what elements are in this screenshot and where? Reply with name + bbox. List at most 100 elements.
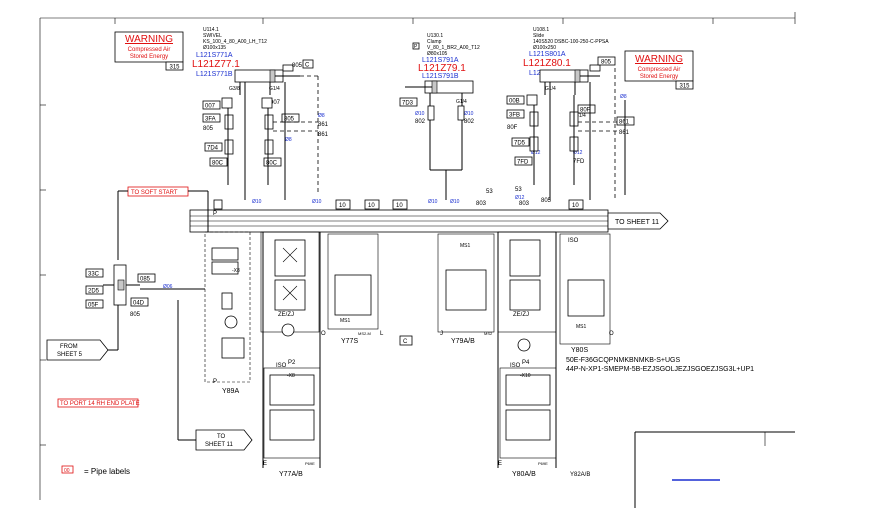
valve-y77s: MS1 Y77S MS2-M O L C	[321, 233, 413, 346]
svg-text:315: 315	[679, 84, 690, 90]
svg-text:80F: 80F	[580, 108, 591, 114]
svg-text:FROM: FROM	[60, 344, 78, 350]
svg-text:L121S801A: L121S801A	[529, 51, 566, 58]
svg-text:Ø06: Ø06	[163, 284, 173, 290]
warning-box-right: WARNING Compressed Air Stored Energy 315	[624, 50, 694, 90]
svg-text:E: E	[498, 461, 502, 467]
svg-text:315: 315	[169, 65, 180, 71]
svg-text:Compressed Air: Compressed Air	[128, 47, 171, 53]
svg-text:ISO: ISO	[568, 238, 579, 244]
svg-text:Ø12: Ø12	[531, 150, 541, 156]
svg-text:Ø8: Ø8	[285, 137, 292, 143]
pipe-label-legend: 00 = Pipe labels	[61, 465, 130, 476]
svg-text:G1/4: G1/4	[269, 86, 280, 92]
svg-text:C: C	[305, 63, 310, 69]
svg-text:ISO: ISO	[276, 363, 287, 369]
svg-text:Stored Energy: Stored Energy	[130, 54, 168, 60]
svg-text:SWIVEL: SWIVEL	[203, 33, 222, 39]
svg-text:L121S771A: L121S771A	[196, 52, 233, 59]
svg-text:C: C	[403, 339, 408, 345]
cylinder-header-z77: U114.1 SWIVEL KS_100_4_80_A00_LH_T12 Ø10…	[192, 27, 267, 78]
svg-text:53: 53	[515, 187, 522, 193]
svg-text:Ø10: Ø10	[464, 111, 474, 117]
svg-text:G1/4: G1/4	[456, 99, 467, 105]
svg-text:805: 805	[601, 60, 612, 66]
svg-text:P2: P2	[288, 360, 296, 366]
svg-text:U114.1: U114.1	[203, 27, 219, 33]
svg-text:Ø8: Ø8	[318, 113, 325, 119]
svg-text:Y79A/B: Y79A/B	[451, 338, 475, 345]
svg-text:802: 802	[415, 119, 426, 125]
svg-text:-X10: -X10	[520, 373, 531, 379]
svg-text:10: 10	[368, 203, 375, 209]
svg-text:Clamp: Clamp	[427, 39, 442, 45]
svg-text:80C: 80C	[212, 161, 224, 167]
svg-text:SHEET 5: SHEET 5	[57, 352, 83, 358]
cylinder-header-z79: U130.1 Clamp P V_80_1_BR2_A00_T12 Ø80x10…	[412, 33, 480, 80]
svg-text:Ø12: Ø12	[515, 195, 525, 201]
svg-text:G1/4: G1/4	[575, 113, 586, 119]
valve-y79ab: MS1 Y79A/B J MS2	[437, 233, 495, 345]
svg-text:33C: 33C	[88, 272, 100, 278]
svg-text:P69E: P69E	[305, 461, 315, 466]
svg-text:3FB: 3FB	[509, 113, 520, 119]
svg-text:007: 007	[270, 100, 281, 106]
svg-text:Slide: Slide	[533, 33, 544, 39]
to-port-14-tag: TO PORT 14 RH END PLATE	[57, 398, 140, 408]
svg-text:U130.1: U130.1	[427, 33, 443, 39]
svg-text:3FA: 3FA	[205, 117, 216, 123]
svg-text:80C: 80C	[266, 161, 278, 167]
svg-text:P: P	[414, 44, 418, 50]
pipe-codes: 50E-F36GCQPNMKBNMKB-S+UGS 44P-N-XP1-SMEP…	[566, 357, 754, 373]
svg-text:L121S791A: L121S791A	[422, 57, 459, 64]
svg-text:Y77S: Y77S	[341, 338, 358, 345]
svg-text:-X8: -X8	[232, 268, 240, 274]
svg-text:10: 10	[339, 203, 346, 209]
svg-text:Ø10: Ø10	[312, 199, 322, 205]
svg-text:7D5: 7D5	[514, 141, 526, 147]
cylinder-z77-body: 805 C G3/8 G1/4	[229, 59, 314, 95]
svg-text:50E-F36GCQPNMKBNMKB-S+UGS: 50E-F36GCQPNMKBNMKB-S+UGS	[566, 357, 680, 364]
svg-text:= Pipe labels: = Pipe labels	[84, 467, 130, 476]
svg-text:Y80S: Y80S	[571, 347, 588, 354]
svg-text:ZE/ZJ: ZE/ZJ	[278, 312, 294, 318]
svg-text:G1/4: G1/4	[545, 86, 556, 92]
warning-title: WARNING	[635, 54, 683, 65]
svg-text:P: P	[213, 379, 217, 385]
svg-text:Ø10: Ø10	[428, 199, 438, 205]
svg-text:44P-N-XP1-SMEPM-5B-EZJSGOLJEZJ: 44P-N-XP1-SMEPM-5B-EZJSGOLJEZJSGOEZJSG3L…	[566, 366, 754, 373]
cylinder-z80-body: 805 G1/4 G1/4	[539, 56, 616, 119]
svg-text:05F: 05F	[88, 303, 99, 309]
frl-unit: 33C 2D5 05F 085 04D 805 Ø06	[85, 264, 205, 351]
left-actuator-components	[221, 75, 319, 200]
svg-text:L121Z79.1: L121Z79.1	[418, 63, 466, 74]
svg-text:Ø12: Ø12	[573, 150, 583, 156]
svg-text:04D: 04D	[133, 301, 145, 307]
svg-text:SHEET 11: SHEET 11	[205, 442, 233, 448]
svg-text:P4: P4	[522, 360, 530, 366]
svg-text:KS_100_4_80_A00_LH_T12: KS_100_4_80_A00_LH_T12	[203, 39, 267, 45]
svg-text:L121S771B: L121S771B	[196, 71, 233, 78]
svg-text:861: 861	[318, 132, 329, 138]
svg-text:803: 803	[476, 201, 487, 207]
svg-text:Y80A/B: Y80A/B	[512, 471, 536, 478]
svg-text:805: 805	[541, 198, 552, 204]
svg-text:805: 805	[130, 312, 141, 318]
svg-text:861: 861	[619, 130, 630, 136]
svg-text:10: 10	[572, 203, 579, 209]
svg-text:TO SOFT START: TO SOFT START	[131, 190, 178, 196]
warning-title: WARNING	[125, 34, 173, 45]
svg-text:ISO: ISO	[510, 363, 521, 369]
svg-text:Ø10: Ø10	[415, 111, 425, 117]
svg-text:Ø10: Ø10	[252, 199, 262, 205]
title-block	[634, 431, 795, 508]
pipe-tags-middle: 7D3 Ø10 802 Ø10 802	[399, 97, 475, 200]
svg-text:53: 53	[486, 189, 493, 195]
svg-text:2D5: 2D5	[88, 289, 100, 295]
svg-text:TO PORT 14 RH END PLATE: TO PORT 14 RH END PLATE	[60, 401, 140, 407]
svg-text:Y82A/B: Y82A/B	[570, 472, 590, 478]
svg-text:MS1: MS1	[460, 243, 471, 249]
to-soft-start-tag: TO SOFT START	[117, 186, 209, 260]
connector-to-sheet-11-bottom: TO SHEET 11	[177, 300, 253, 451]
